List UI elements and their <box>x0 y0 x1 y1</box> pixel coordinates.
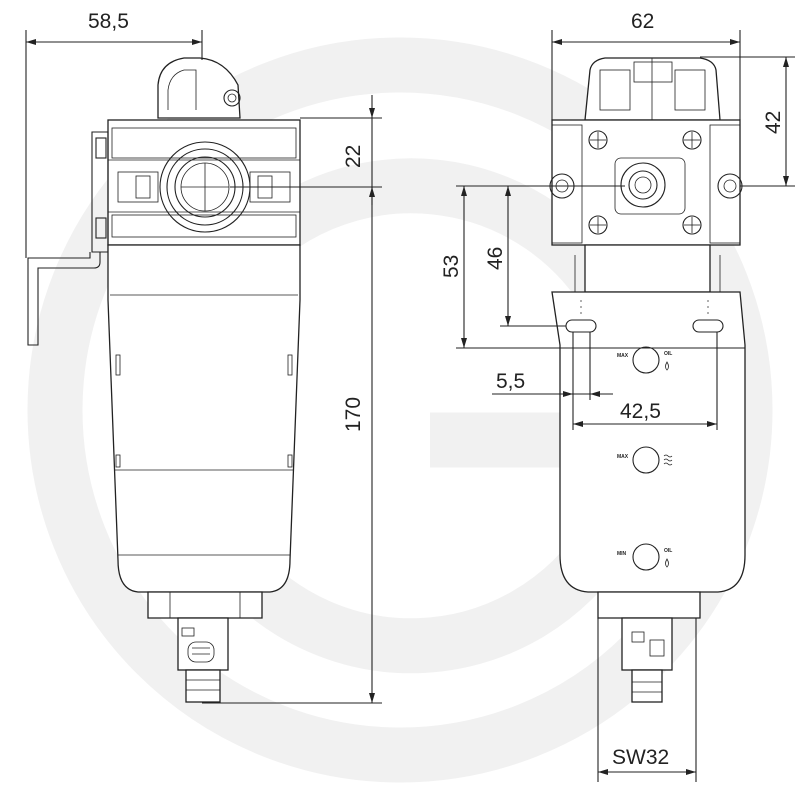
indicator-lower-left-label: MIN <box>617 551 627 557</box>
dim-label-42: 42 <box>762 111 785 134</box>
dimension-lines <box>25 30 795 782</box>
front-top-handle <box>584 57 721 121</box>
oil-drop-icon <box>665 361 669 371</box>
dim-label-62: 62 <box>631 10 654 33</box>
front-lower-plate <box>584 244 711 293</box>
water-wave-icon <box>663 454 673 466</box>
front-view: MAX OIL MAX MIN OIL <box>549 57 746 703</box>
front-drain-valve <box>621 617 673 703</box>
side-top-handle <box>157 57 241 119</box>
oil-drop-icon-lower <box>665 558 669 568</box>
indicator-middle-left-label: MAX <box>617 454 629 460</box>
indicator-upper-left-label: MAX <box>617 353 629 359</box>
indicator-upper-right-label: OIL <box>664 351 672 357</box>
front-bowl-base <box>597 591 701 619</box>
side-head-block <box>107 119 301 246</box>
dimension-labels: 58,5 62 42 22 170 53 46 5,5 42,5 SW32 <box>88 10 785 769</box>
front-screw-tr <box>682 130 702 150</box>
side-screw <box>223 89 241 107</box>
dim-label-5-5: 5,5 <box>496 370 525 393</box>
drain-valve-icon <box>177 617 229 703</box>
dim-label-170: 170 <box>342 397 365 432</box>
dim-label-58-5: 58,5 <box>88 10 129 33</box>
indicator-lower: MIN OIL <box>617 543 672 571</box>
mounting-slot-right <box>692 319 724 333</box>
indicator-middle: MAX <box>617 446 673 474</box>
dim-label-53: 53 <box>440 255 463 278</box>
dim-label-22: 22 <box>342 145 365 168</box>
side-filter-bowl <box>107 244 301 593</box>
dim-label-sw32: SW32 <box>612 746 669 769</box>
side-bowl-base <box>147 591 263 619</box>
side-view <box>27 57 301 703</box>
front-filter-bowl <box>551 291 746 593</box>
dim-label-42-5: 42,5 <box>620 400 661 423</box>
front-head-block <box>551 119 741 246</box>
front-screw-bl <box>588 215 608 235</box>
indicator-lower-right-label: OIL <box>664 548 672 554</box>
front-screw-tl <box>588 130 608 150</box>
front-screw-br <box>682 215 702 235</box>
indicator-upper: MAX OIL <box>617 346 672 374</box>
front-center-port <box>620 162 666 208</box>
dim-label-46: 46 <box>484 247 507 270</box>
